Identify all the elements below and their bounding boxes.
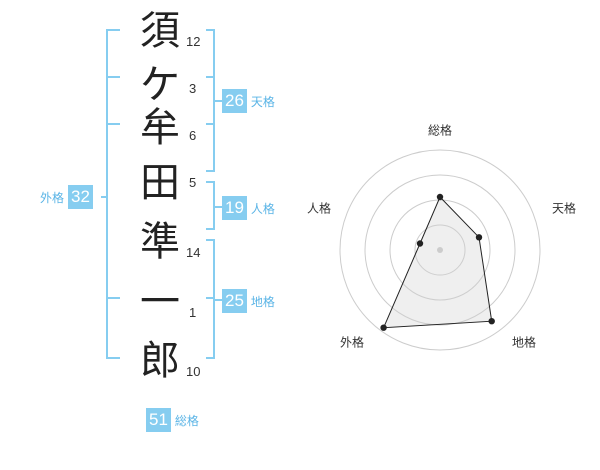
soukaku-value: 51 bbox=[146, 408, 171, 432]
radar-point-2 bbox=[475, 234, 483, 241]
stroke-count-1: 12 bbox=[186, 34, 201, 49]
name-char-4: 田 bbox=[140, 160, 180, 206]
radar-ring-1 bbox=[414, 224, 466, 276]
radar-polygon bbox=[382, 196, 493, 329]
radar-point-1 bbox=[436, 193, 444, 201]
radar-axis-label-tenkaku: 天格 bbox=[551, 201, 577, 216]
gaikaku-value: 32 bbox=[68, 185, 93, 209]
stroke-count-7: 10 bbox=[186, 364, 201, 379]
radar-point-5 bbox=[416, 240, 424, 247]
name-char-3: 牟 bbox=[140, 105, 180, 151]
name-char-1: 須 bbox=[140, 8, 180, 54]
radar-axis-label-chikaku: 地格 bbox=[511, 335, 537, 350]
radar-center-dot bbox=[437, 247, 443, 253]
radar-point-3 bbox=[488, 318, 495, 325]
name-char-7: 郎 bbox=[140, 338, 180, 384]
radar-point-4 bbox=[380, 324, 387, 331]
name-char-6: 一 bbox=[140, 279, 180, 325]
name-char-5: 準 bbox=[140, 219, 180, 265]
jinkaku-badge: 19 人格 bbox=[222, 196, 275, 220]
radar-ring-3 bbox=[364, 174, 516, 326]
radar-axis-label-jinkaku: 人格 bbox=[306, 201, 332, 216]
chikaku-label: 地格 bbox=[250, 294, 275, 309]
tenkaku-label: 天格 bbox=[250, 94, 275, 109]
radar-axis-label-soukaku: 総格 bbox=[427, 123, 453, 138]
chikaku-value: 25 bbox=[222, 289, 247, 313]
stroke-count-5: 14 bbox=[186, 245, 201, 260]
gaikaku-badge: 32 外格 bbox=[40, 185, 93, 209]
tenkaku-value: 26 bbox=[222, 89, 247, 113]
stroke-count-6: 1 bbox=[189, 305, 197, 320]
chikaku-badge: 25 地格 bbox=[222, 289, 275, 313]
jinkaku-label: 人格 bbox=[250, 201, 275, 216]
stroke-count-4: 5 bbox=[189, 175, 197, 190]
gaikaku-label: 外格 bbox=[40, 190, 65, 205]
stroke-count-2: 3 bbox=[189, 81, 197, 96]
name-char-2: ケ bbox=[140, 62, 180, 108]
stroke-count-3: 6 bbox=[189, 128, 197, 143]
radar-axis-label-gaikaku: 外格 bbox=[339, 335, 365, 350]
soukaku-badge: 51 総格 bbox=[146, 408, 199, 432]
jinkaku-value: 19 bbox=[222, 196, 247, 220]
soukaku-label: 総格 bbox=[174, 413, 199, 428]
tenkaku-badge: 26 天格 bbox=[222, 89, 275, 113]
